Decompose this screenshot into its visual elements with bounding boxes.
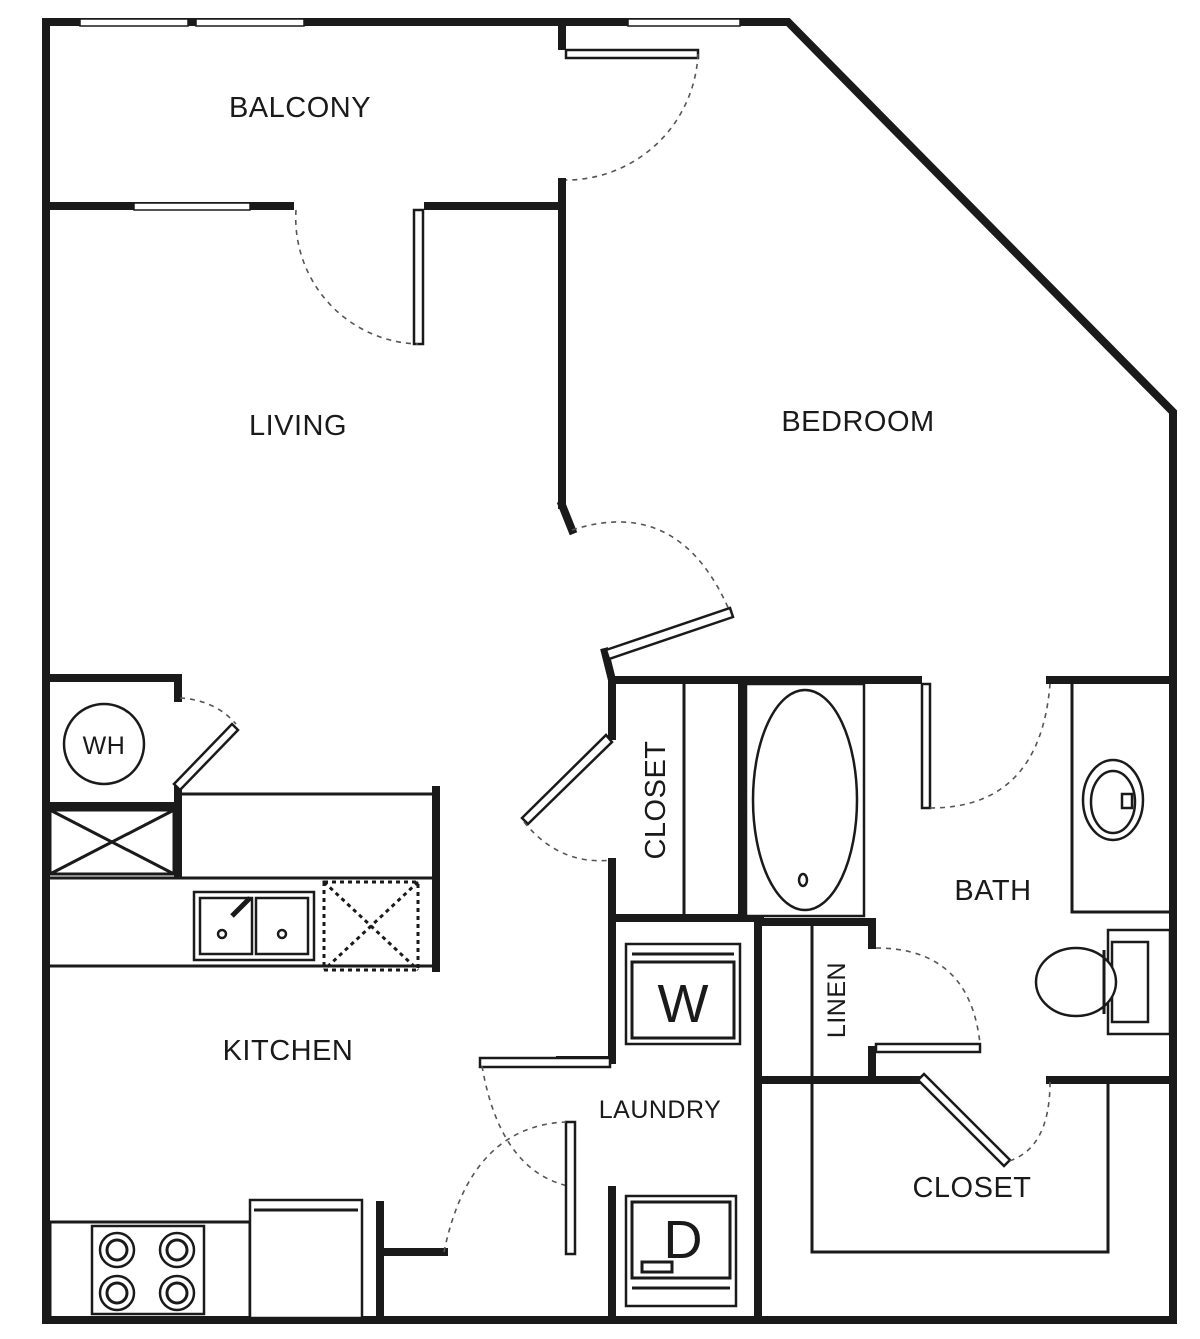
washer: W — [624, 942, 742, 1046]
room-label-closet-bedroom: CLOSET — [912, 1172, 1031, 1204]
room-label-closet-hall: CLOSET — [640, 740, 672, 859]
dryer-label: D — [664, 1210, 703, 1270]
room-label-living: LIVING — [249, 410, 347, 442]
windows — [79, 18, 741, 211]
room-label-laundry: LAUNDRY — [599, 1096, 722, 1124]
exterior-walls — [42, 18, 1177, 1324]
room-label-balcony: BALCONY — [229, 92, 371, 124]
interior-walls — [42, 22, 1177, 1324]
room-label-linen: LINEN — [823, 962, 851, 1038]
room-labels: BALCONY LIVING BEDROOM KITCHEN BATH CLOS… — [223, 92, 1032, 1204]
vanity — [1070, 684, 1173, 914]
room-label-bath: BATH — [954, 875, 1031, 907]
bathtub — [744, 682, 866, 918]
range-stove — [48, 1220, 252, 1320]
refrigerator — [248, 1198, 364, 1320]
washer-label: W — [658, 974, 709, 1034]
dryer: D — [624, 1194, 738, 1308]
room-label-kitchen: KITCHEN — [223, 1035, 354, 1067]
doors — [172, 48, 1051, 1256]
pantry — [48, 808, 176, 876]
water-heater-label: WH — [83, 732, 126, 760]
toilet — [1034, 928, 1172, 1036]
shelving — [682, 680, 1110, 1254]
kitchen-counter — [50, 792, 432, 972]
water-heater: WH — [62, 702, 146, 786]
room-label-bedroom: BEDROOM — [781, 406, 934, 438]
